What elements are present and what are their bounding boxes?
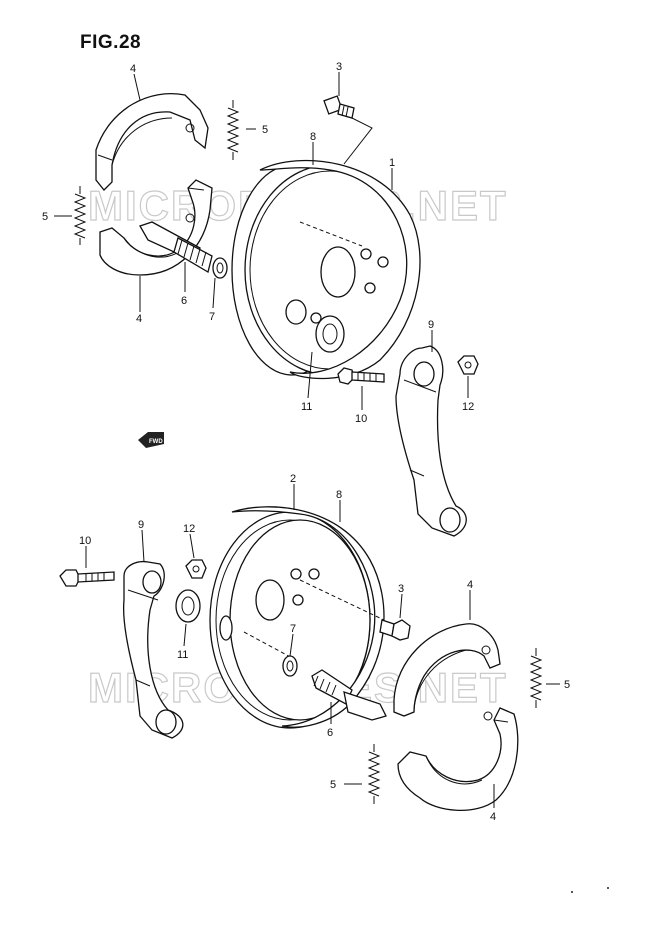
bolt-lower (379, 619, 411, 641)
callout-drum-ring: 8 (336, 489, 342, 501)
callout-labels-lower: 10 9 12 11 2 8 7 3 6 4 5 5 4 (79, 473, 570, 823)
brake-camshaft-lower (311, 669, 387, 721)
brake-shoe-lower-b (397, 707, 519, 811)
brake-cam-lever-lower (122, 560, 184, 739)
callout-spring: 5 (330, 779, 336, 791)
brake-shoe-upper-a (95, 93, 209, 191)
oil-seal-upper (315, 315, 345, 353)
callout-lever-bolt: 10 (79, 535, 91, 547)
brake-shoe-lower-a (393, 623, 501, 717)
callout-brake-shoe: 4 (130, 63, 136, 75)
return-spring-lower-left (367, 744, 381, 804)
bolt-upper (323, 95, 355, 119)
forward-direction-arrow: FWD (138, 432, 164, 448)
forward-label: FWD (149, 439, 163, 445)
nut-lower (185, 559, 207, 579)
callout-camshaft: 6 (181, 295, 187, 307)
cam-lever-bolt-upper (337, 367, 385, 385)
nut-upper (457, 355, 479, 375)
return-spring-lower-right (529, 648, 543, 708)
callout-cam-lever: 9 (428, 319, 434, 331)
callout-brake-shoe: 4 (490, 811, 496, 823)
callout-bolt: 3 (398, 583, 404, 595)
callout-labels-upper: 4 5 5 4 6 7 3 8 1 11 10 9 12 (42, 61, 474, 425)
callout-lever-bolt: 10 (355, 413, 367, 425)
callout-oil-seal: 11 (301, 401, 312, 413)
brake-drum-lower (209, 506, 385, 729)
callout-cam-lever: 9 (138, 519, 144, 531)
callout-spring: 5 (42, 211, 48, 223)
callout-oil-seal: 11 (177, 649, 188, 661)
callout-spring: 5 (262, 124, 268, 136)
callout-brake-drum: 2 (290, 473, 296, 485)
callout-washer: 7 (209, 311, 215, 323)
callout-camshaft: 6 (327, 727, 333, 739)
return-spring-upper-right (226, 100, 240, 160)
callout-spring: 5 (564, 679, 570, 691)
brake-cam-lever-upper (395, 345, 467, 537)
callout-bolt: 3 (336, 61, 342, 73)
callout-nut: 12 (462, 401, 474, 413)
callout-brake-shoe: 4 (467, 579, 473, 591)
washer-lower (282, 655, 298, 677)
figure-title: FIG.28 (80, 32, 142, 53)
washer-upper (212, 257, 228, 279)
callout-brake-drum: 1 (389, 157, 395, 169)
brake-camshaft-upper (139, 221, 213, 274)
oil-seal-lower (175, 589, 201, 623)
cam-lever-bolt-lower (59, 569, 115, 587)
callout-drum-ring: 8 (310, 131, 316, 143)
callout-nut: 12 (183, 523, 195, 535)
brake-drum-upper (231, 159, 421, 380)
callout-washer: 7 (290, 623, 296, 635)
callout-brake-shoe: 4 (136, 313, 142, 325)
return-spring-upper-left (73, 186, 87, 245)
leader-lines (54, 72, 560, 808)
